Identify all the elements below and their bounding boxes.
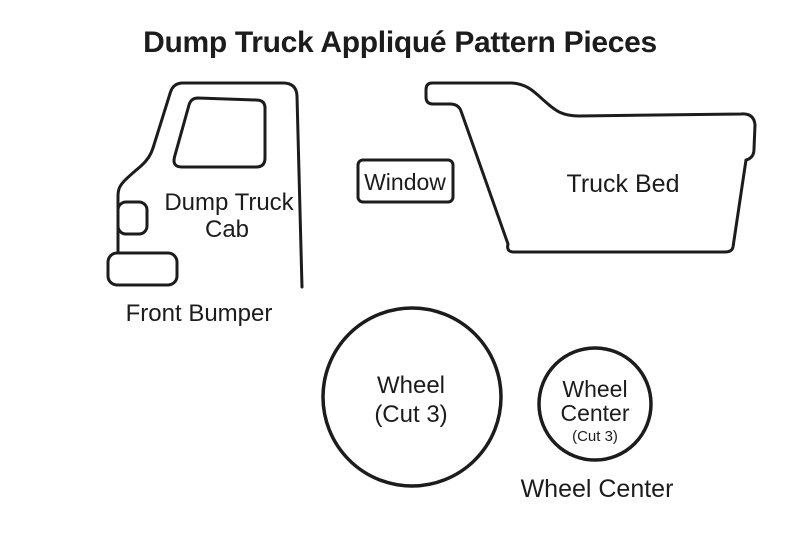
cab-label-line1: Dump Truck [164, 189, 294, 216]
front-bumper-label: Front Bumper [126, 300, 273, 327]
cab-window-shape [172, 96, 267, 169]
wheel-center-caption: Wheel Center [521, 475, 674, 503]
wheel-center-label-line3: (Cut 3) [572, 428, 618, 445]
cab-label-line2: Cab [205, 216, 249, 243]
front-bumper-shape [106, 251, 179, 287]
headlight-shape [116, 200, 149, 236]
window-label: Window [364, 169, 446, 195]
wheel-shape [321, 306, 503, 488]
wheel-center-shape [537, 346, 653, 462]
cab-outline-shape [116, 81, 304, 289]
wheel-label-line1: Wheel [377, 372, 445, 399]
wheel-center-label-line2: Center [560, 400, 629, 426]
window-piece-shape [356, 158, 455, 204]
page-title: Dump Truck Appliqué Pattern Pieces [143, 26, 657, 59]
truck-bed-shape [424, 81, 757, 254]
truck-bed-label: Truck Bed [566, 170, 679, 198]
wheel-center-label-line1: Wheel [562, 376, 627, 402]
wheel-label-line2: (Cut 3) [374, 401, 447, 428]
